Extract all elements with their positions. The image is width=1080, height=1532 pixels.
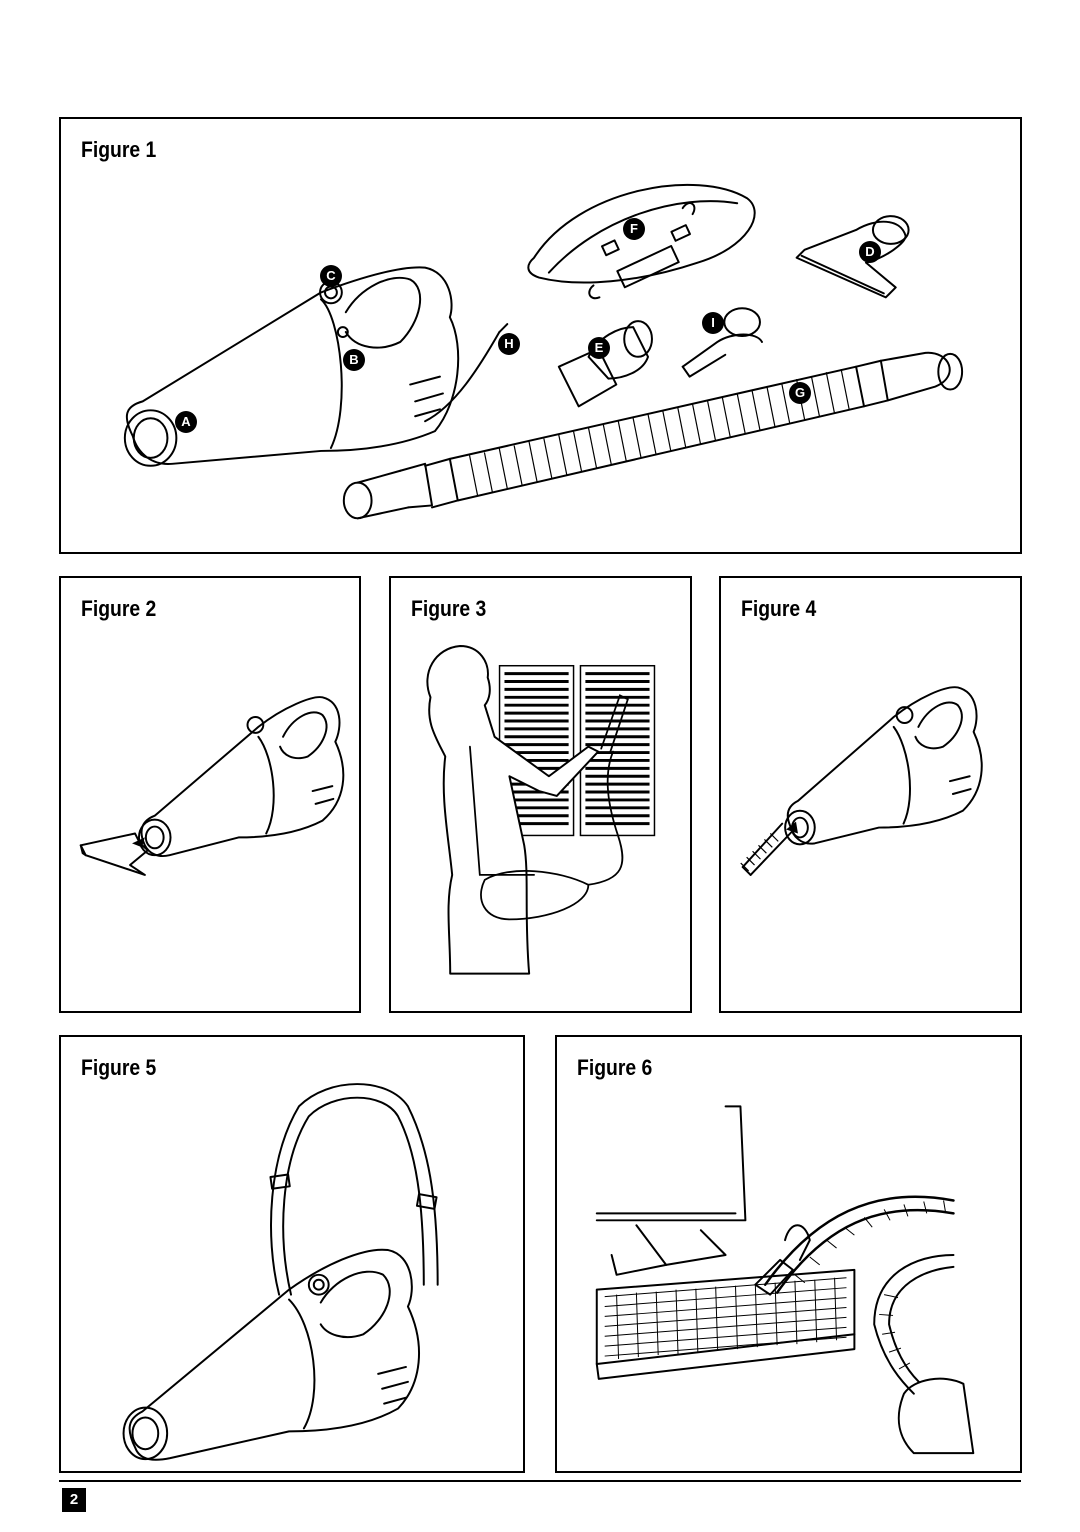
hose-ribbing [740, 833, 779, 872]
figure-5-panel: Figure 5 [59, 1035, 525, 1473]
callout-h: H [498, 333, 520, 355]
callout-d: D [859, 241, 881, 263]
figure-4-panel: Figure 4 [719, 576, 1022, 1013]
figure-2-caption: Figure 2 [81, 596, 157, 621]
callout-e: E [588, 337, 610, 359]
brush-attachment-drawing [557, 320, 653, 408]
figure-3-panel: Figure 3 [389, 576, 692, 1013]
keyboard-keys [604, 1277, 847, 1360]
handheld-vacuum-drawing [123, 266, 509, 467]
figure-4-caption: Figure 4 [741, 596, 817, 621]
figure-5-caption: Figure 5 [81, 1055, 157, 1080]
hose-ribbing [469, 369, 850, 497]
figure-5-illustration [122, 1083, 439, 1461]
woman-figure-drawing [426, 645, 600, 975]
figure-3-caption: Figure 3 [411, 596, 487, 621]
callout-c: C [320, 265, 342, 287]
figure-6-caption: Figure 6 [577, 1055, 653, 1080]
figure-6-panel: Figure 6 [555, 1035, 1022, 1473]
hose-ribbing [794, 1200, 947, 1370]
window-shutters-drawing [498, 664, 656, 837]
shutter-slats [504, 672, 650, 826]
figure-6-illustration [595, 1105, 975, 1455]
callout-a: A [175, 411, 197, 433]
page-number: 2 [62, 1488, 86, 1512]
callout-f: F [623, 218, 645, 240]
figure-1-caption: Figure 1 [81, 137, 157, 162]
figure-2-illustration [79, 696, 345, 876]
figure-2-panel: Figure 2 [59, 576, 361, 1013]
vacuum-with-hose-drawing [469, 694, 629, 921]
figure-1-panel: Figure 1 [59, 117, 1022, 554]
upholstery-nozzle-drawing [795, 215, 910, 299]
callout-i: I [702, 312, 724, 334]
figure-1-illustration [123, 183, 964, 520]
callout-g: G [789, 382, 811, 404]
figure-3-illustration [426, 645, 656, 975]
flexible-hose-drawing [342, 351, 964, 520]
figure-4-illustration [740, 686, 983, 876]
monitor-drawing [595, 1105, 747, 1222]
callout-b: B [343, 349, 365, 371]
funnel-nozzle-drawing [681, 307, 763, 378]
footer-rule [59, 1480, 1021, 1482]
shoulder-strap-drawing [527, 183, 756, 300]
